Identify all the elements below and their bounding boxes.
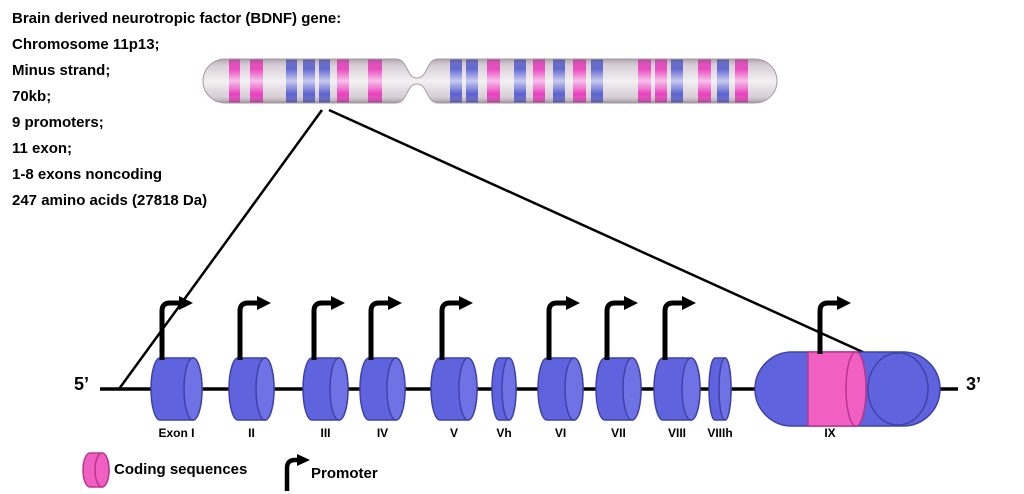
promoter-legend-arrowhead xyxy=(297,454,310,466)
exon-label: Vh xyxy=(496,426,511,440)
promoter-arrows xyxy=(159,296,851,360)
exon-vh xyxy=(491,357,517,421)
exon-shapes xyxy=(150,351,941,427)
exon-ix xyxy=(754,351,941,427)
exon-ii xyxy=(228,357,275,421)
exon-viii xyxy=(653,357,701,421)
promoter-arrow xyxy=(604,296,638,360)
gene-info-line: 70kb; xyxy=(12,88,52,105)
promoter-legend-arrow-shaft xyxy=(284,457,299,491)
exon-exon-i xyxy=(150,357,203,421)
gene-info-line: Brain derived neurotropic factor (BDNF) … xyxy=(12,10,342,27)
zoom-line-right xyxy=(328,108,941,389)
legend-coding-label: Coding sequences xyxy=(114,461,248,478)
exon-label: IX xyxy=(824,426,835,440)
promoter-arrow xyxy=(439,296,473,360)
promoter-arrow xyxy=(311,296,345,360)
gene-info-line: 9 promoters; xyxy=(12,114,104,131)
promoter-arrow xyxy=(817,296,851,354)
exon-label: VIII xyxy=(668,426,686,440)
exon-vii xyxy=(595,357,642,421)
chromosome-ideogram xyxy=(202,58,778,104)
zoom-connector-lines xyxy=(117,108,941,390)
promoter-legend-icon xyxy=(284,454,310,491)
exon-label: III xyxy=(320,426,330,440)
promoter-arrow xyxy=(368,296,402,360)
five-prime-label: 5’ xyxy=(74,374,90,394)
exon-viiih xyxy=(708,357,732,421)
gene-info-line: 1-8 exons noncoding xyxy=(12,166,163,183)
exon-label: V xyxy=(450,426,458,440)
three-prime-label: 3’ xyxy=(966,374,982,394)
exon-iv xyxy=(359,357,406,421)
promoter-arrow xyxy=(546,296,580,360)
exon-vi xyxy=(537,357,584,421)
gene-info-line: Chromosome 11p13; xyxy=(12,36,160,53)
exon-iii xyxy=(302,357,349,421)
exon-label: Exon I xyxy=(158,426,194,440)
gene-info-line: 247 amino acids (27818 Da) xyxy=(12,192,208,209)
gene-info-line: Minus strand; xyxy=(12,62,111,79)
gene-info-line: 11 exon; xyxy=(12,140,73,157)
zoom-line-left xyxy=(117,109,324,390)
promoter-arrow xyxy=(662,296,696,360)
exon-ix-inner-cap xyxy=(867,352,929,426)
exon-label: IV xyxy=(377,426,388,440)
promoter-arrow xyxy=(159,296,193,360)
coding-sequence-legend-icon xyxy=(82,452,110,488)
exon-label: VI xyxy=(555,426,566,440)
coding-sequence-cap xyxy=(845,351,867,427)
exon-label: II xyxy=(248,426,255,440)
promoter-arrow xyxy=(237,296,271,360)
legend-promoter-label: Promoter xyxy=(311,465,378,482)
chromosome-shading xyxy=(202,58,778,104)
exon-label: VII xyxy=(611,426,626,440)
exon-v xyxy=(430,357,478,421)
exon-label: VIIIh xyxy=(707,426,732,440)
gene-info-text-block: Brain derived neurotropic factor (BDNF) … xyxy=(12,6,341,214)
